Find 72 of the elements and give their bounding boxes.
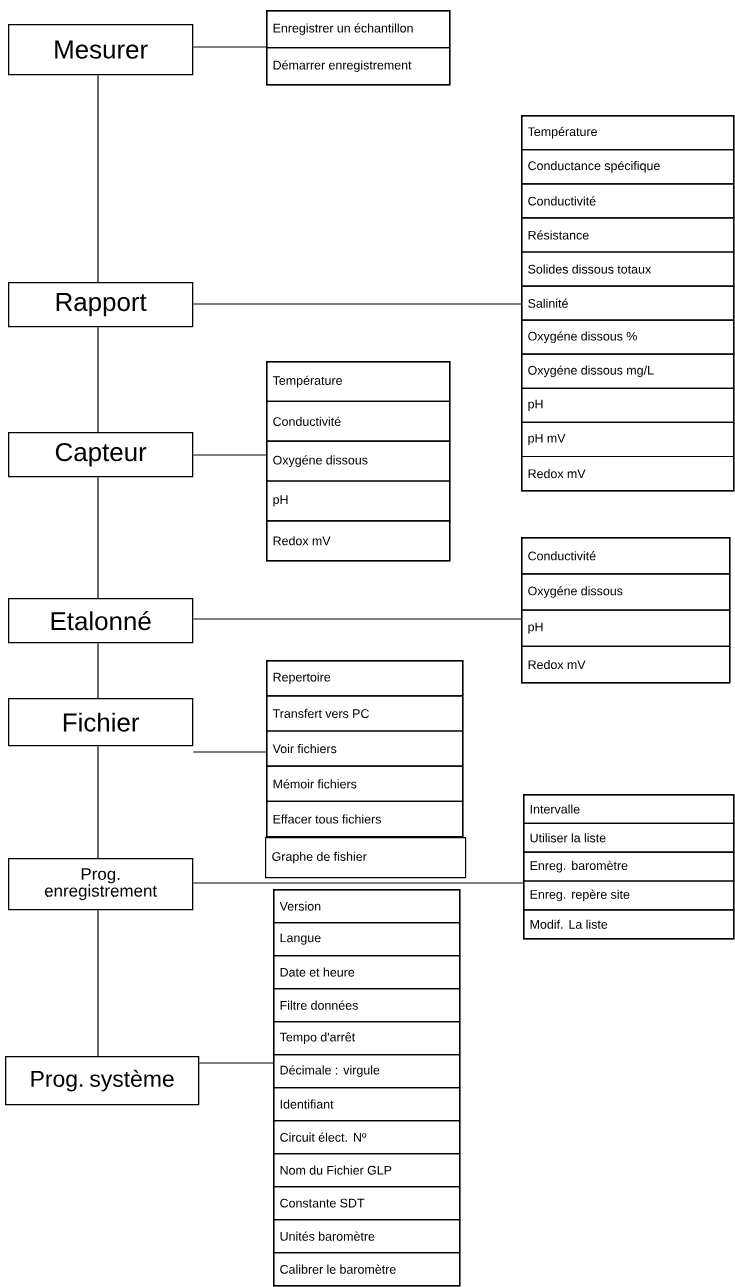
connector-line — [192, 618, 522, 620]
menu-item: Voir fichiers — [266, 730, 464, 767]
menu-item: Redox mV — [521, 455, 735, 492]
list-box — [521, 537, 731, 684]
menu-item: Tempo d'arrêt — [273, 1021, 461, 1056]
menu-item: pH — [266, 480, 451, 522]
menu-item: Intervalle — [523, 794, 735, 824]
menu-item: pH — [521, 387, 735, 423]
menu-item: Oxygéne dissous mg/L — [521, 353, 735, 389]
connector-line — [192, 303, 522, 305]
connector-line — [97, 909, 99, 1057]
connector-line — [97, 74, 99, 283]
menu-item: Modif. La liste — [523, 909, 735, 940]
menu-item: Conductance spécifique — [521, 149, 735, 185]
menu-item: Température — [521, 115, 735, 151]
menu-box: Fichier — [8, 698, 194, 747]
menu-item: Conductivité — [521, 183, 735, 219]
menu-item: Version — [273, 889, 461, 924]
menu-item: Oxygéne dissous — [521, 573, 731, 611]
menu-item: Conductivité — [266, 400, 451, 442]
menu-item: Salinité — [521, 285, 735, 321]
menu-item: Décimale : virgule — [273, 1054, 461, 1089]
menu-item: Enreg. repère site — [523, 880, 735, 911]
menu-item: Transfert vers PC — [266, 695, 464, 732]
menu-item: Résistance — [521, 217, 735, 253]
menu-item: Repertoire — [266, 660, 464, 697]
menu-box: Prog. enregistrement — [8, 858, 194, 911]
list-box — [521, 115, 735, 492]
list-box — [266, 660, 464, 838]
menu-item: Solides dissous totaux — [521, 251, 735, 287]
menu-item: Enreg. baromètre — [523, 851, 735, 882]
connector-line — [192, 454, 267, 456]
list-box — [523, 794, 735, 940]
connector-line — [192, 882, 524, 884]
list-box — [266, 10, 451, 86]
menu-box: Etalonné — [8, 598, 194, 644]
menu-item: Calibrer le baromètre — [273, 1252, 461, 1287]
menu-item: Filtre données — [273, 988, 461, 1023]
menu-item: Graphe de fishier — [265, 837, 467, 879]
menu-item: Température — [266, 361, 451, 402]
menu-item: Utiliser la liste — [523, 822, 735, 853]
menu-box: Prog. système — [5, 1056, 200, 1106]
menu-box: Rapport — [8, 282, 194, 328]
list-box — [266, 361, 451, 562]
menu-item: Mémoir fichiers — [266, 765, 464, 802]
menu-item: Conductivité — [521, 537, 731, 575]
menu-item: pH mV — [521, 421, 735, 458]
menu-item: Constante SDT — [273, 1186, 461, 1221]
list-box — [273, 889, 461, 1287]
connector-line — [97, 476, 99, 599]
menu-box: Capteur — [8, 432, 194, 478]
menu-item: Oxygéne dissous % — [521, 319, 735, 355]
menu-item: Date et heure — [273, 955, 461, 990]
connector-line — [97, 326, 99, 433]
menu-item: Enregistrer un échantillon — [266, 10, 451, 49]
menu-item: Langue — [273, 922, 461, 957]
connector-line — [198, 1062, 274, 1064]
menu-item: Circuit élect. Nº — [273, 1120, 461, 1155]
menu-item: Unités baromètre — [273, 1219, 461, 1254]
menu-item: Effacer tous fichiers — [266, 800, 464, 838]
menu-item: Redox mV — [521, 645, 731, 684]
menu-item: Démarrer enregistrement — [266, 47, 451, 86]
connector-line — [97, 642, 99, 699]
menu-item: pH — [521, 609, 731, 647]
menu-item: Nom du Fichier GLP — [273, 1153, 461, 1188]
connector-line — [192, 46, 267, 48]
menu-item: Redox mV — [266, 520, 451, 562]
menu-item: Identifiant — [273, 1087, 461, 1122]
menu-item: Oxygéne dissous — [266, 440, 451, 482]
connector-line — [192, 751, 267, 753]
menu-box: Mesurer — [8, 24, 194, 76]
connector-line — [97, 745, 99, 859]
